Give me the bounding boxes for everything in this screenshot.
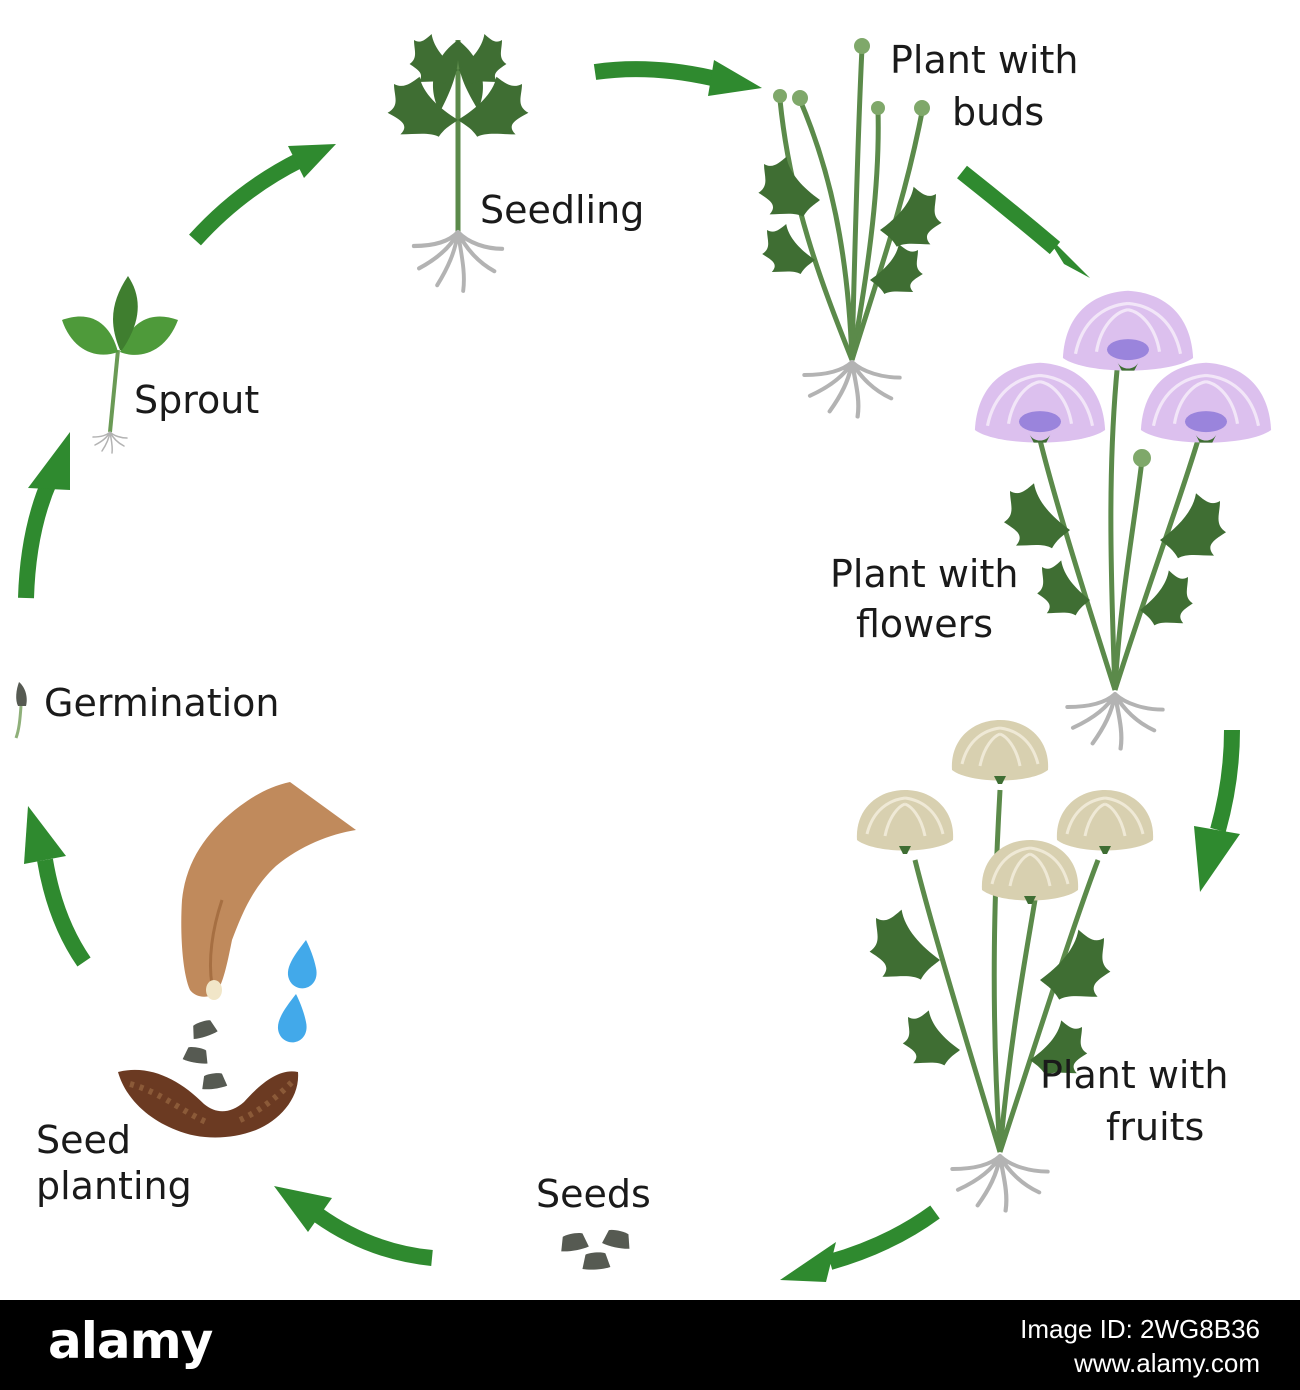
arrow-sprout-to-seedling xyxy=(195,160,300,240)
seed-icon xyxy=(581,1252,610,1271)
arrow-planting-to-germination xyxy=(45,860,84,962)
bud-icon xyxy=(854,38,870,54)
image-id: Image ID: 2WG8B36 xyxy=(1020,1312,1260,1346)
label-seeds: Seeds xyxy=(536,1172,651,1216)
arrowhead-icon xyxy=(780,1242,836,1282)
label-flowers-line1: Plant with xyxy=(830,552,1018,596)
seeds-illustration xyxy=(559,1228,633,1271)
label-flowers-line2: flowers xyxy=(856,602,993,646)
seed-icon xyxy=(200,1072,227,1091)
arrowhead-icon xyxy=(1194,826,1240,892)
label-planting-line2: planting xyxy=(36,1164,192,1208)
sprout-illustration xyxy=(62,276,178,453)
image-info: Image ID: 2WG8B36 www.alamy.com xyxy=(1020,1312,1260,1380)
arrowhead-icon xyxy=(28,432,70,490)
water-drop-icon xyxy=(278,994,307,1042)
bud-icon xyxy=(914,100,930,116)
bud-icon xyxy=(773,89,787,103)
brand-logo: alamy xyxy=(48,1312,212,1370)
flower-icon xyxy=(1141,363,1271,443)
arrow-buds-to-flowers xyxy=(962,172,1055,248)
label-buds-line1: Plant with xyxy=(890,38,1078,82)
flower-icon xyxy=(975,363,1105,443)
bud-icon xyxy=(792,90,808,106)
seedling-illustration xyxy=(388,34,529,291)
plant-with-buds-illustration xyxy=(758,38,941,417)
label-germination: Germination xyxy=(44,681,280,725)
seed-icon xyxy=(189,1018,218,1040)
arrow-germination-to-sprout xyxy=(26,480,50,598)
seed-planting-illustration xyxy=(118,782,356,1138)
flower-icon xyxy=(1063,291,1193,371)
arrowhead-icon xyxy=(24,806,66,864)
label-sprout: Sprout xyxy=(134,378,259,422)
diagram-canvas: Seedling Plant with buds Plant with flow… xyxy=(0,0,1300,1300)
seed-icon xyxy=(182,1045,209,1064)
seed-head-icon xyxy=(952,720,1048,784)
arrow-fruits-to-seeds xyxy=(830,1212,935,1262)
label-buds-line2: buds xyxy=(952,90,1044,134)
label-planting-line1: Seed xyxy=(36,1118,131,1162)
bud-icon xyxy=(871,101,885,115)
seed-icon xyxy=(559,1231,590,1253)
hand-icon xyxy=(181,782,356,997)
label-seedling: Seedling xyxy=(480,188,644,232)
arrow-seeds-to-planting xyxy=(318,1215,432,1258)
watermark-footer: alamy Image ID: 2WG8B36 www.alamy.com xyxy=(0,1300,1300,1390)
germination-illustration xyxy=(16,682,27,738)
site-url: www.alamy.com xyxy=(1020,1346,1260,1380)
plant-with-flowers-illustration xyxy=(975,291,1271,749)
label-fruits-line2: fruits xyxy=(1106,1105,1204,1149)
arrow-flowers-to-fruits xyxy=(1218,730,1232,830)
seed-head-icon xyxy=(1057,790,1153,854)
seed-icon xyxy=(602,1228,633,1250)
water-drop-icon xyxy=(288,940,317,988)
arrow-seedling-to-buds xyxy=(595,69,712,78)
label-fruits-line1: Plant with xyxy=(1040,1053,1228,1097)
seed-head-icon xyxy=(857,790,953,854)
bud-icon xyxy=(1133,449,1151,467)
arrowhead-icon xyxy=(708,60,762,96)
